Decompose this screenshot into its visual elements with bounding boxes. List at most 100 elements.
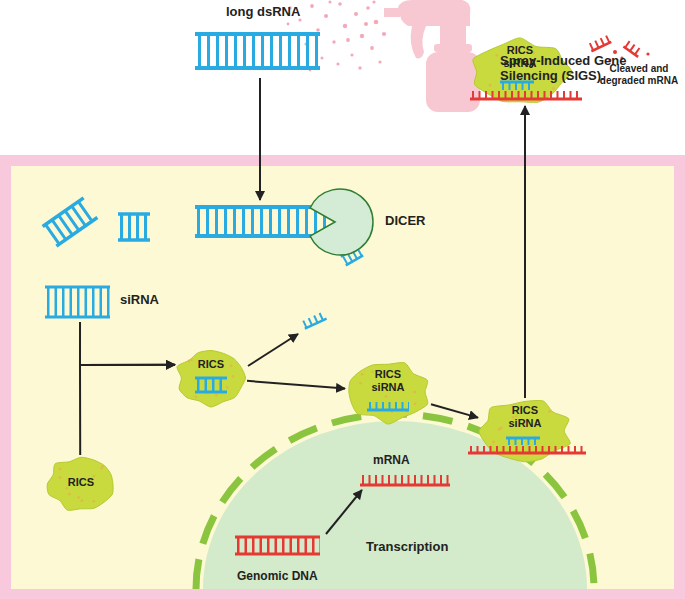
node-label: RICS siRNA	[507, 404, 543, 429]
blob-speck	[385, 395, 388, 398]
spray-bottle	[434, 44, 472, 52]
nucleus	[203, 421, 587, 589]
blob-speck	[59, 476, 62, 479]
strand-symbol	[502, 82, 534, 90]
spray-droplets	[332, 40, 335, 43]
flow-arrow	[524, 106, 526, 398]
cell-membrane	[0, 589, 685, 599]
mrna-strand: mRNA	[355, 452, 455, 490]
blob-speck	[492, 441, 495, 444]
spray-droplets	[336, 62, 339, 65]
dsrna-fragment	[43, 198, 98, 246]
spray-droplets	[343, 24, 347, 28]
node-label: RICS	[175, 358, 247, 371]
spray-droplets	[358, 66, 361, 69]
entry-arrow	[259, 78, 261, 200]
dicer-enzyme: DICER	[305, 188, 430, 258]
flow-arrow	[80, 322, 175, 365]
blob-speck	[80, 499, 83, 502]
spray-droplets	[321, 57, 324, 60]
blob-speck	[232, 375, 235, 378]
rics-complex: RICS	[175, 348, 247, 408]
blob-speck	[195, 395, 198, 398]
flow-arrow	[247, 381, 345, 389]
blob-speck	[361, 373, 364, 376]
spray-droplets	[346, 38, 350, 42]
spray-bottle	[384, 0, 480, 112]
strand-symbol	[470, 82, 582, 99]
blob-speck	[59, 468, 62, 471]
dsrna-fragment	[43, 198, 98, 246]
edge-label: Transcription	[366, 540, 448, 555]
node-label: Genomic DNA	[237, 570, 318, 584]
complex-blob	[349, 363, 428, 425]
blob-speck	[68, 493, 71, 496]
blob-speck	[414, 403, 417, 406]
strand-symbol	[369, 402, 409, 410]
dsrna-fragment	[120, 215, 150, 239]
nucleus	[196, 414, 594, 589]
blob-speck	[66, 487, 69, 490]
spray-droplets	[338, 2, 342, 6]
blob-speck	[215, 394, 218, 397]
spray-bottle	[411, 26, 426, 58]
strand-symbol	[235, 537, 320, 554]
blob-speck	[496, 54, 499, 57]
strand-symbol	[470, 446, 586, 453]
sirna-duplex: siRNA	[40, 282, 180, 322]
dsrna-ladder	[195, 34, 320, 68]
dsrna-ladder	[195, 34, 320, 68]
passenger-strand	[248, 315, 327, 366]
blob-speck	[359, 382, 362, 385]
blob-speck	[188, 360, 191, 363]
passenger-strand	[304, 315, 325, 325]
rics-sirna-complex: RICS siRNA	[478, 398, 572, 464]
cell-membrane	[0, 155, 685, 599]
flow-arrow	[326, 490, 362, 534]
nucleus	[196, 414, 594, 589]
mrna-fragment	[591, 38, 610, 47]
blob-speck	[498, 428, 501, 431]
strand-symbol	[360, 484, 450, 487]
cell-membrane	[11, 166, 674, 589]
strand-symbol	[47, 287, 110, 317]
spray-droplets	[364, 22, 368, 26]
dsrna-label: long dsRNA	[226, 5, 300, 20]
spray-droplets	[378, 60, 381, 63]
blob-speck	[413, 391, 416, 394]
dsrna-fragment	[195, 207, 330, 236]
spray-bottle	[426, 52, 480, 112]
spray-bottle	[398, 0, 470, 26]
mrna-fragment	[590, 38, 612, 51]
mrna-fragment	[591, 42, 611, 51]
blob-speck	[101, 465, 104, 468]
genomic-dna: Genomic DNA	[232, 534, 327, 586]
spray-droplets	[366, 6, 370, 10]
cell-membrane	[0, 155, 685, 599]
strand-symbol	[45, 287, 110, 317]
blob-speck	[230, 364, 233, 367]
mrna-fragment	[646, 52, 649, 55]
blob-speck	[226, 386, 229, 389]
strand-symbol	[195, 378, 227, 392]
node-outline	[175, 348, 247, 408]
dicer-shape	[310, 189, 373, 255]
blob-speck	[77, 496, 80, 499]
spray-droplets	[382, 32, 386, 36]
flow-arrow	[80, 365, 175, 455]
node-label: DICER	[385, 214, 425, 229]
spray-droplets	[350, 53, 353, 56]
blob-speck	[489, 84, 492, 87]
spray-droplets	[329, 1, 332, 4]
spray-bottle	[440, 26, 466, 46]
spray-droplets	[374, 20, 379, 25]
strand-symbol	[195, 378, 227, 392]
node-label: siRNA	[120, 293, 159, 308]
node-label: RICS siRNA	[370, 368, 406, 393]
spray-droplets	[354, 12, 358, 16]
spray-droplets	[370, 46, 374, 50]
strand-symbol	[197, 378, 227, 392]
spray-droplets	[372, 0, 375, 3]
dsrna-fragment	[118, 214, 150, 240]
